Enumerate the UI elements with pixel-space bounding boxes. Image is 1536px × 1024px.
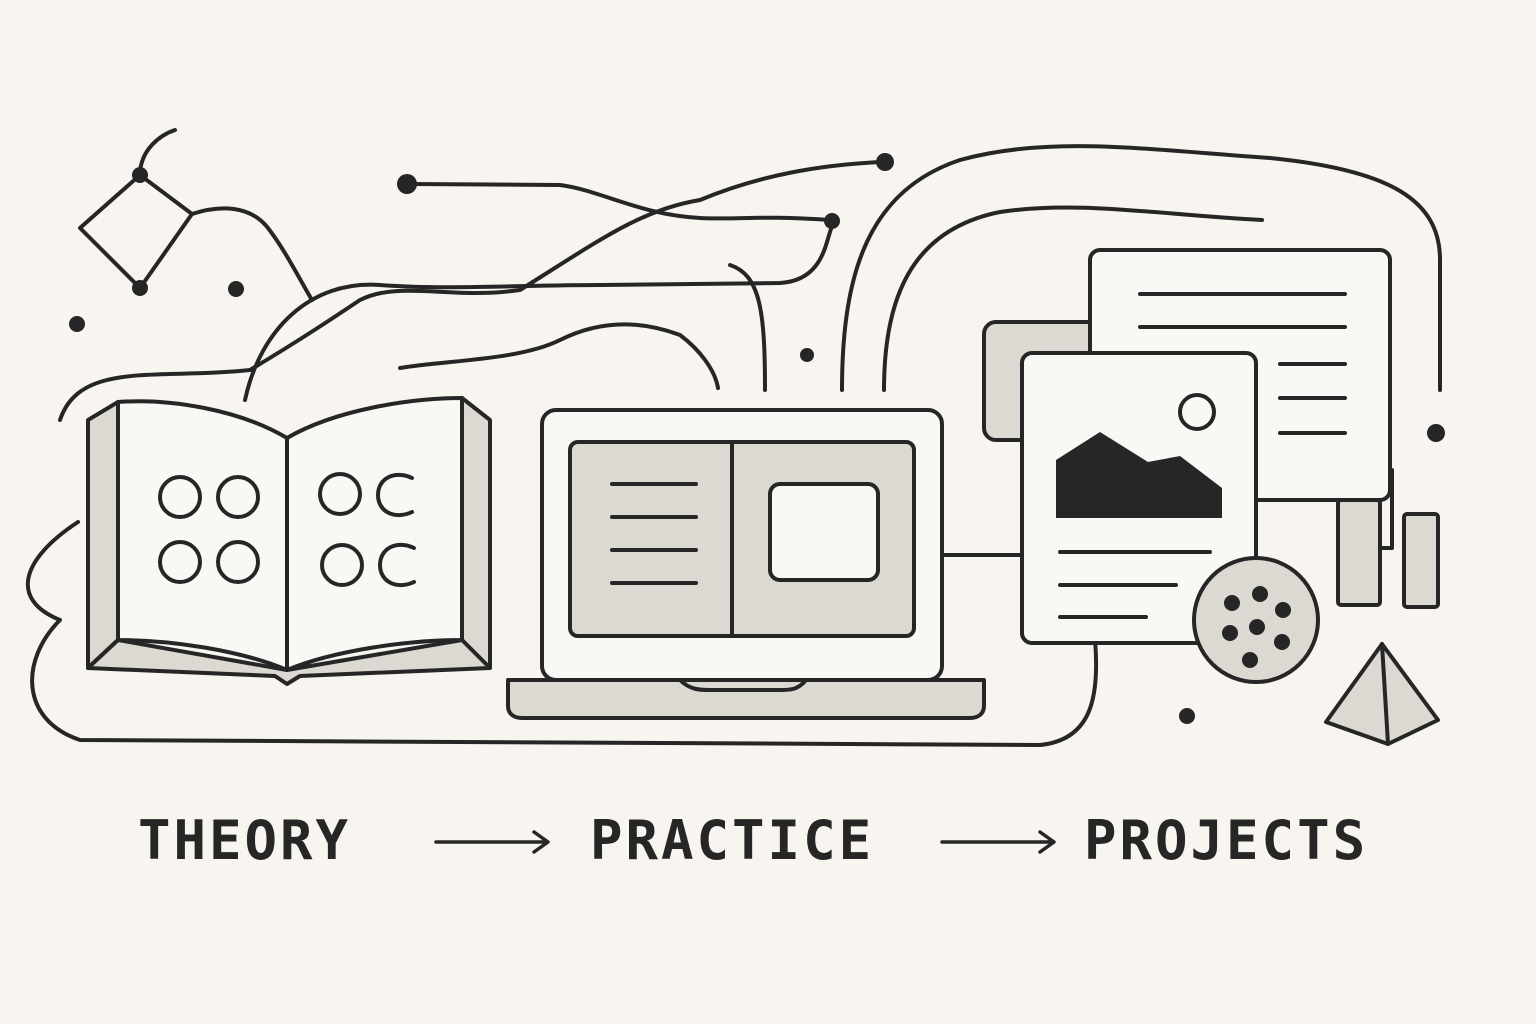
network-node-icon [78,128,314,302]
step-projects-label: PROJECTS [1084,809,1369,872]
arrow-right-icon [434,830,550,854]
step-theory-label: THEORY [138,809,352,872]
flow-lines [25,144,1442,747]
laptop-icon [506,408,986,720]
pyramid-icon [1324,642,1440,746]
decorative-dots [69,153,1445,724]
film-reel-icon [1192,556,1320,684]
learning-flow-caption: THEORY PRACTICE PROJECTS [0,806,1536,876]
book-circle-pattern [158,472,416,588]
image-card-icon [1020,351,1258,645]
arrow-right-icon [940,830,1056,854]
open-book-icon [86,396,492,686]
step-practice-label: PRACTICE [590,809,875,872]
